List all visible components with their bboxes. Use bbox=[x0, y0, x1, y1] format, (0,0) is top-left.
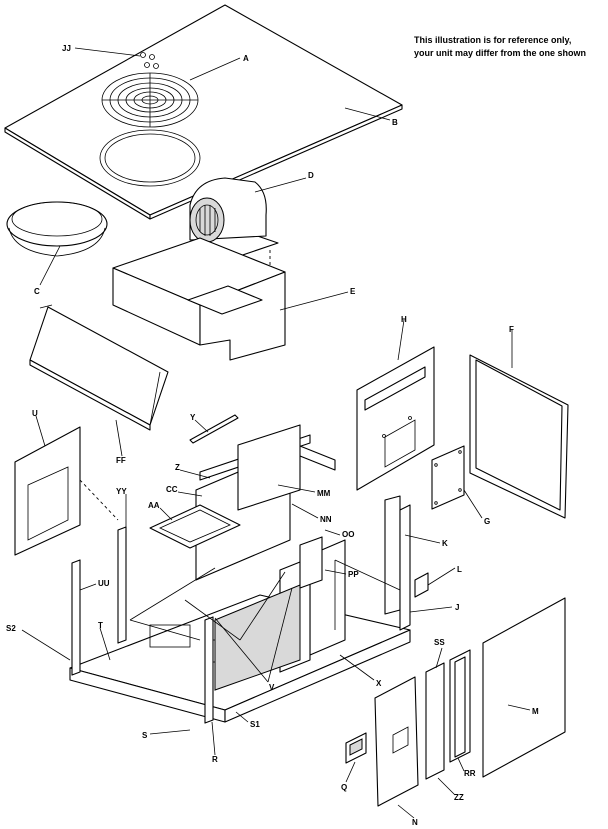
corner-posts bbox=[71, 495, 411, 724]
label-s2: S2 bbox=[6, 624, 16, 633]
internal-coil-assembly bbox=[129, 424, 401, 691]
screws-jj bbox=[140, 52, 159, 69]
control-door-n bbox=[374, 676, 419, 807]
side-panel-f bbox=[469, 354, 569, 519]
left-side-panel-u bbox=[14, 426, 81, 556]
label-u: U bbox=[32, 409, 38, 418]
reference-note: This illustration is for reference only,… bbox=[414, 34, 604, 60]
reference-note-line1: This illustration is for reference only, bbox=[414, 35, 572, 45]
label-j: J bbox=[455, 603, 459, 612]
label-q: Q bbox=[341, 783, 347, 792]
access-cover-g bbox=[431, 445, 465, 510]
switch-l bbox=[414, 572, 429, 598]
label-g: G bbox=[484, 517, 490, 526]
label-m: M bbox=[532, 707, 539, 716]
label-n: N bbox=[412, 818, 418, 827]
control-module-q bbox=[345, 732, 367, 764]
panel-alignment-line bbox=[79, 479, 119, 521]
label-yy: YY bbox=[116, 487, 127, 496]
label-zz: ZZ bbox=[454, 793, 464, 802]
label-s: S bbox=[142, 731, 148, 740]
label-y: Y bbox=[190, 413, 196, 422]
label-oo: OO bbox=[342, 530, 354, 539]
slanted-drip-panel bbox=[29, 304, 169, 431]
fan-guard-grille bbox=[101, 72, 199, 128]
label-v: V bbox=[269, 683, 275, 692]
label-ff: FF bbox=[116, 456, 126, 465]
label-e: E bbox=[350, 287, 356, 296]
label-s1: S1 bbox=[250, 720, 260, 729]
label-f: F bbox=[509, 325, 514, 334]
label-pp: PP bbox=[348, 570, 359, 579]
access-panel-h bbox=[356, 346, 435, 491]
label-z: Z bbox=[175, 463, 180, 472]
label-rr: RR bbox=[464, 769, 476, 778]
label-t: T bbox=[98, 621, 103, 630]
label-k: K bbox=[442, 539, 448, 548]
reference-note-line2: your unit may differ from the one shown bbox=[414, 48, 587, 58]
label-mm: MM bbox=[317, 489, 331, 498]
label-l: L bbox=[457, 565, 462, 574]
label-ss: SS bbox=[434, 638, 445, 647]
blower-deck-housing bbox=[112, 237, 286, 361]
label-aa: AA bbox=[148, 501, 160, 510]
label-nn: NN bbox=[320, 515, 332, 524]
rail-y bbox=[189, 414, 239, 444]
label-d: D bbox=[308, 171, 314, 180]
label-b: B bbox=[392, 118, 398, 127]
label-jj: JJ bbox=[62, 44, 71, 53]
filler-strip-ss bbox=[425, 662, 445, 780]
label-c: C bbox=[34, 287, 40, 296]
label-a: A bbox=[243, 54, 249, 63]
label-x: X bbox=[376, 679, 382, 688]
orifice-ring bbox=[6, 201, 108, 257]
narrow-rail-rr bbox=[449, 649, 471, 763]
leader-lines bbox=[21, 47, 531, 819]
rear-panel-m bbox=[482, 597, 566, 778]
label-uu: UU bbox=[98, 579, 110, 588]
label-cc: CC bbox=[166, 485, 178, 494]
callout-labels: JJ A B D C E H F U FF Y Z MM YY CC AA NN… bbox=[6, 44, 539, 827]
label-h: H bbox=[401, 315, 407, 324]
label-r: R bbox=[212, 755, 218, 764]
blower-assembly bbox=[182, 177, 279, 263]
